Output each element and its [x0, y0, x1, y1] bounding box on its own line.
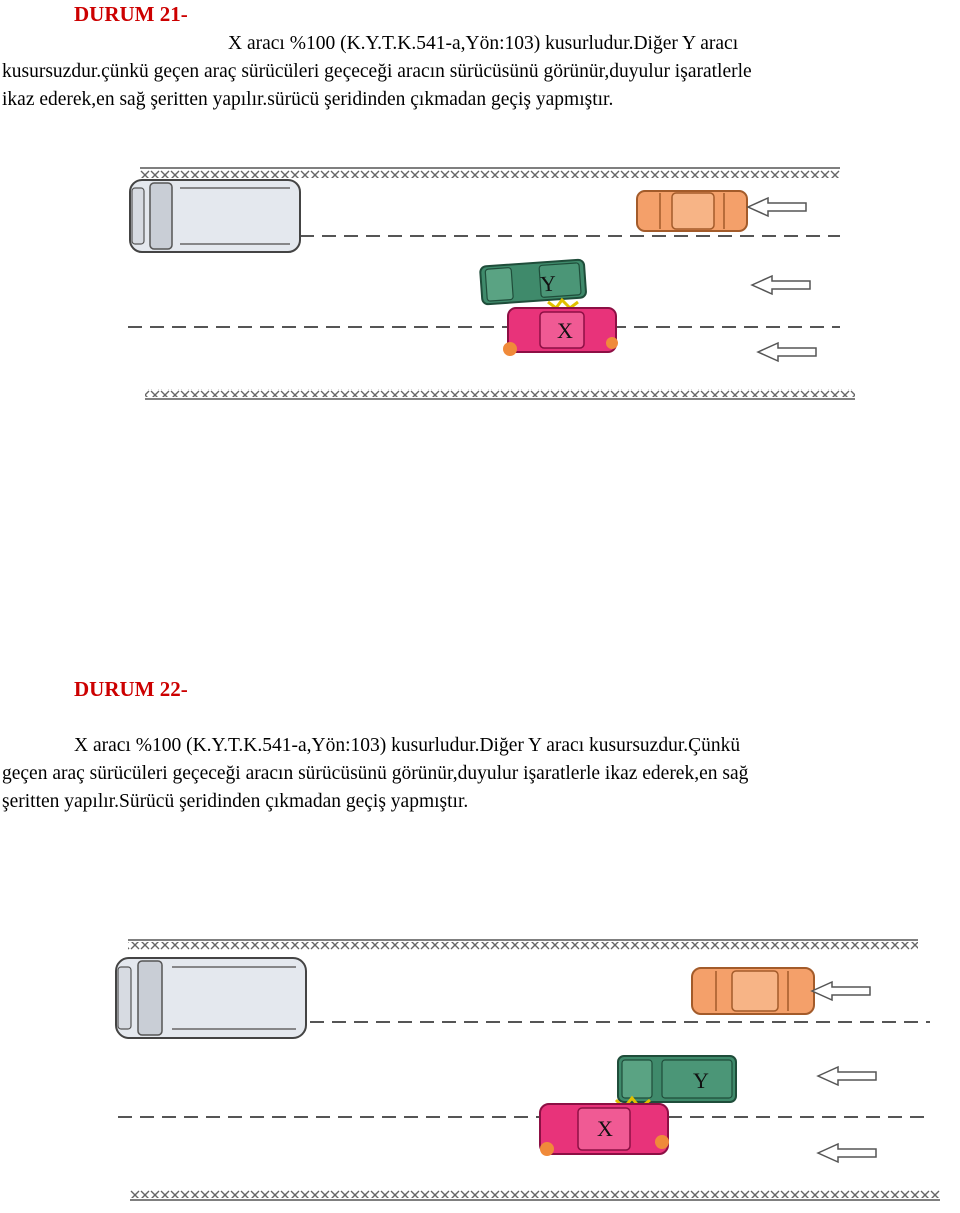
- diagram-21: Y X: [128, 167, 855, 400]
- case-21-line-2: kusursuzdur.çünkü geçen araç sürücüleri …: [2, 61, 752, 82]
- direction-arrow-icon: [751, 275, 811, 295]
- vehicle-y-label: Y: [693, 1068, 709, 1093]
- orange-car: [691, 967, 815, 1015]
- vehicle-x: X: [503, 307, 618, 356]
- vehicle-y: Y: [617, 1055, 737, 1103]
- guardrail-top: [140, 167, 840, 178]
- vehicle-y: Y: [479, 258, 587, 306]
- white-van: [115, 957, 307, 1039]
- vehicle-x: X: [539, 1103, 669, 1156]
- diagram-22: Y X: [115, 939, 940, 1201]
- direction-arrow-icon: [817, 1143, 877, 1163]
- case-21-paragraph: X aracı %100 (K.Y.T.K.541-a,Yön:103) kus…: [2, 30, 752, 114]
- case-22-line-3: şeritten yapılır.Sürücü şeridinden çıkma…: [2, 791, 469, 812]
- case-22-title: DURUM 22-: [74, 677, 188, 701]
- impact-mark-icon: [547, 297, 579, 311]
- guardrail-bottom: [130, 1190, 940, 1201]
- case-22-line-1: X aracı %100 (K.Y.T.K.541-a,Yön:103) kus…: [74, 735, 741, 756]
- direction-arrow-icon: [817, 1066, 877, 1086]
- direction-arrow-icon: [757, 342, 817, 362]
- case-21-line-1: X aracı %100 (K.Y.T.K.541-a,Yön:103) kus…: [228, 33, 739, 54]
- case-21-line-3: ikaz ederek,en sağ şeritten yapılır.sürü…: [2, 89, 614, 110]
- vehicle-y-label: Y: [539, 270, 557, 296]
- direction-arrow-icon: [811, 981, 871, 1001]
- vehicle-x-label: X: [597, 1116, 613, 1141]
- case-21-title: DURUM 21-: [74, 2, 188, 26]
- guardrail-top: [128, 939, 918, 950]
- guardrail-bottom: [145, 389, 855, 400]
- vehicle-x-label: X: [557, 318, 573, 343]
- case-22-line-2: geçen araç sürücüleri geçeceği aracın sü…: [2, 763, 749, 784]
- orange-car: [636, 190, 748, 232]
- case-22-paragraph: X aracı %100 (K.Y.T.K.541-a,Yön:103) kus…: [2, 732, 748, 816]
- white-van: [129, 179, 301, 253]
- direction-arrow-icon: [747, 197, 807, 217]
